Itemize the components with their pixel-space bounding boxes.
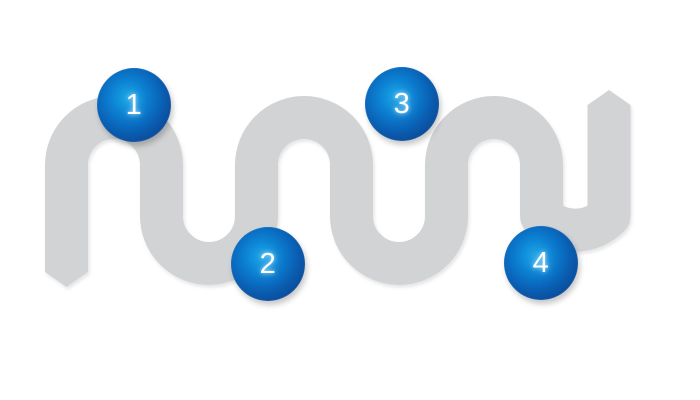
step-node-2[interactable]: 2 — [231, 227, 305, 301]
step-node-2-label: 2 — [259, 247, 277, 280]
step-node-4-label: 4 — [532, 246, 550, 279]
step-node-3[interactable]: 3 — [365, 67, 439, 141]
end-chevron-up-icon — [587, 90, 631, 122]
ribbon-group — [45, 90, 631, 287]
wave-ribbon-path — [45, 96, 631, 285]
step-node-1[interactable]: 1 — [97, 68, 171, 142]
start-chevron-down-icon — [45, 255, 88, 287]
step-node-3-label: 3 — [393, 87, 411, 120]
step-node-1-label: 1 — [125, 88, 143, 121]
step-node-4[interactable]: 4 — [504, 226, 578, 300]
